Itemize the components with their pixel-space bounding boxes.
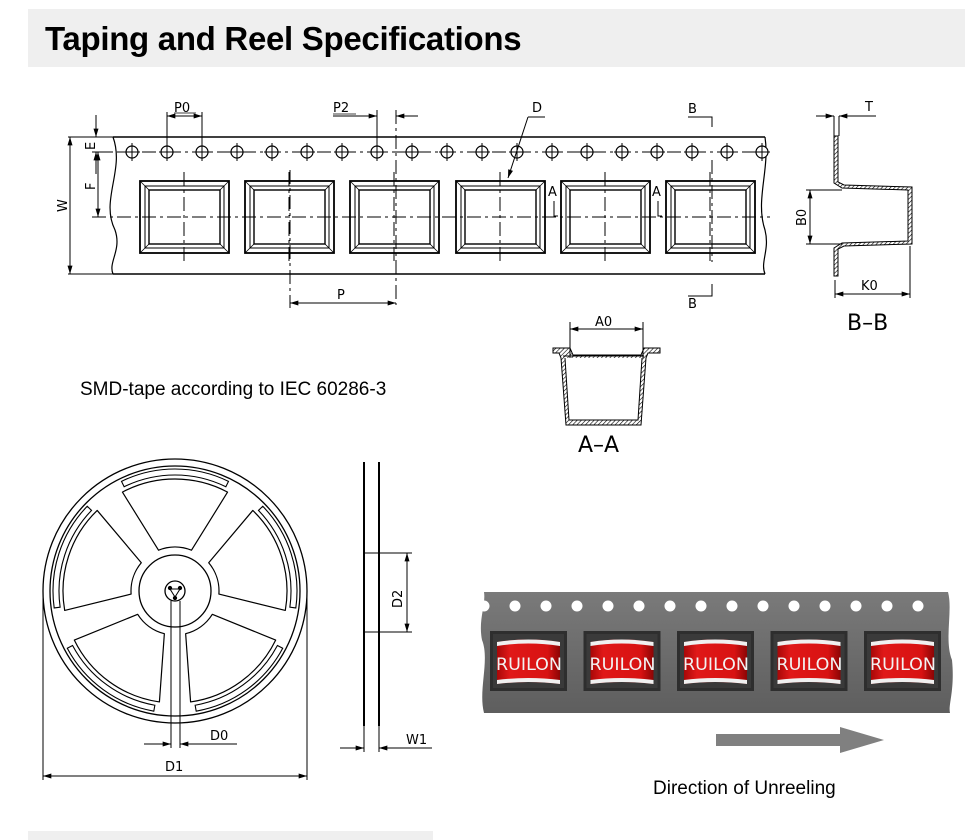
- label-f: F: [84, 183, 99, 190]
- illustration-pockets: RUILON RUILON RUILON RUILON RUILON: [490, 631, 941, 691]
- section-a-a: A0 A–A: [552, 315, 661, 458]
- sprocket-hole: [439, 143, 455, 161]
- label-w1: W1: [406, 733, 427, 748]
- label-k0: K0: [861, 279, 878, 294]
- reel-rim-slot: [66, 644, 156, 712]
- sprocket-hole: [124, 143, 140, 161]
- reel-rim-slot: [52, 505, 93, 609]
- illustration-hole: [757, 600, 769, 612]
- label-d2: D2: [391, 590, 406, 608]
- tape-break-right: [760, 136, 768, 275]
- section-b-b: T B0 K0 B–B: [795, 100, 913, 336]
- right-arrow-icon: [716, 727, 884, 753]
- sprocket-hole: [754, 143, 770, 161]
- sprocket-hole: [649, 143, 665, 161]
- reel-front-view: [42, 458, 308, 780]
- illustration-hole: [726, 600, 738, 612]
- illustration-hole: [819, 600, 831, 612]
- component-brand-label: RUILON: [870, 655, 936, 675]
- label-a-right: A: [652, 185, 661, 200]
- component-pocket: RUILON: [490, 631, 567, 691]
- illustration-hole: [788, 600, 800, 612]
- sprocket-hole: [229, 143, 245, 161]
- sprocket-hole: [299, 143, 315, 161]
- sprocket-hole: [159, 143, 175, 161]
- smd-component: RUILON: [683, 639, 749, 684]
- illustration-hole: [695, 600, 707, 612]
- component-brand-label: RUILON: [496, 655, 562, 675]
- sprocket-hole: [404, 143, 420, 161]
- illustration-hole: [540, 600, 552, 612]
- label-p2: P2: [333, 101, 349, 116]
- reel-window: [185, 613, 277, 703]
- unreeling-direction-caption: Direction of Unreeling: [653, 778, 836, 799]
- reel-rim-slot: [257, 505, 298, 609]
- illustration-hole: [571, 600, 583, 612]
- label-e: E: [84, 142, 99, 150]
- label-d1: D1: [165, 760, 183, 775]
- component-pocket: RUILON: [770, 631, 848, 691]
- component-brand-label: RUILON: [777, 655, 843, 675]
- sprocket-hole: [614, 143, 630, 161]
- component-brand-label: RUILON: [590, 655, 656, 675]
- illustration-hole: [664, 600, 676, 612]
- sprocket-hole: [579, 143, 595, 161]
- illustration-sprocket-holes: [478, 600, 924, 612]
- illustration-hole: [509, 600, 521, 612]
- reel-window: [73, 613, 165, 703]
- sprocket-hole: [684, 143, 700, 161]
- illustration-hole: [850, 600, 862, 612]
- next-section-header-bar: [28, 831, 433, 840]
- smd-component: RUILON: [496, 639, 562, 684]
- smd-tape-caption: SMD-tape according to IEC 60286-3: [80, 379, 387, 400]
- sprocket-hole: [264, 143, 280, 161]
- label-b-top: B: [688, 102, 697, 117]
- component-pocket: RUILON: [677, 631, 754, 691]
- illustration-hole: [602, 600, 614, 612]
- smd-component: RUILON: [777, 639, 843, 684]
- label-d: D: [532, 101, 542, 116]
- component-pocket: RUILON: [864, 631, 941, 691]
- cavities: [92, 172, 770, 262]
- reel-window: [121, 478, 229, 551]
- reel-rim-slot: [120, 468, 230, 488]
- sprocket-hole: [544, 143, 560, 161]
- tape-break-left: [109, 136, 118, 275]
- label-d0: D0: [210, 729, 228, 744]
- label-t: T: [864, 100, 873, 115]
- illustration-hole: [912, 600, 924, 612]
- section-bb-title: B–B: [847, 311, 888, 336]
- smd-component: RUILON: [590, 639, 656, 684]
- tape-illustration: RUILON RUILON RUILON RUILON RUILON: [478, 592, 953, 753]
- illustration-hole: [478, 600, 490, 612]
- illustration-hole: [881, 600, 893, 612]
- sprocket-hole: [334, 143, 350, 161]
- tape-top-view: P0 P2 D E F W P A A: [56, 101, 770, 312]
- illustration-hole: [633, 600, 645, 612]
- sprocket-hole: [474, 143, 490, 161]
- reel-side-view: [340, 462, 432, 752]
- page-title: Taping and Reel Specifications: [45, 20, 522, 57]
- component-brand-label: RUILON: [683, 655, 749, 675]
- reel-window: [62, 509, 142, 612]
- label-a-left: A: [548, 185, 557, 200]
- sprocket-hole: [719, 143, 735, 161]
- label-b-bottom: B: [688, 297, 697, 312]
- label-b0: B0: [795, 209, 810, 226]
- smd-component: RUILON: [870, 639, 936, 684]
- reel-rim-slot: [194, 644, 284, 712]
- label-p0: P0: [174, 101, 190, 116]
- label-p: P: [337, 288, 345, 303]
- section-aa-title: A–A: [578, 433, 619, 458]
- label-a0: A0: [595, 315, 612, 330]
- reel-window: [208, 509, 288, 612]
- component-pocket: RUILON: [583, 631, 661, 691]
- header-bar: [28, 9, 965, 67]
- label-w: W: [56, 199, 71, 212]
